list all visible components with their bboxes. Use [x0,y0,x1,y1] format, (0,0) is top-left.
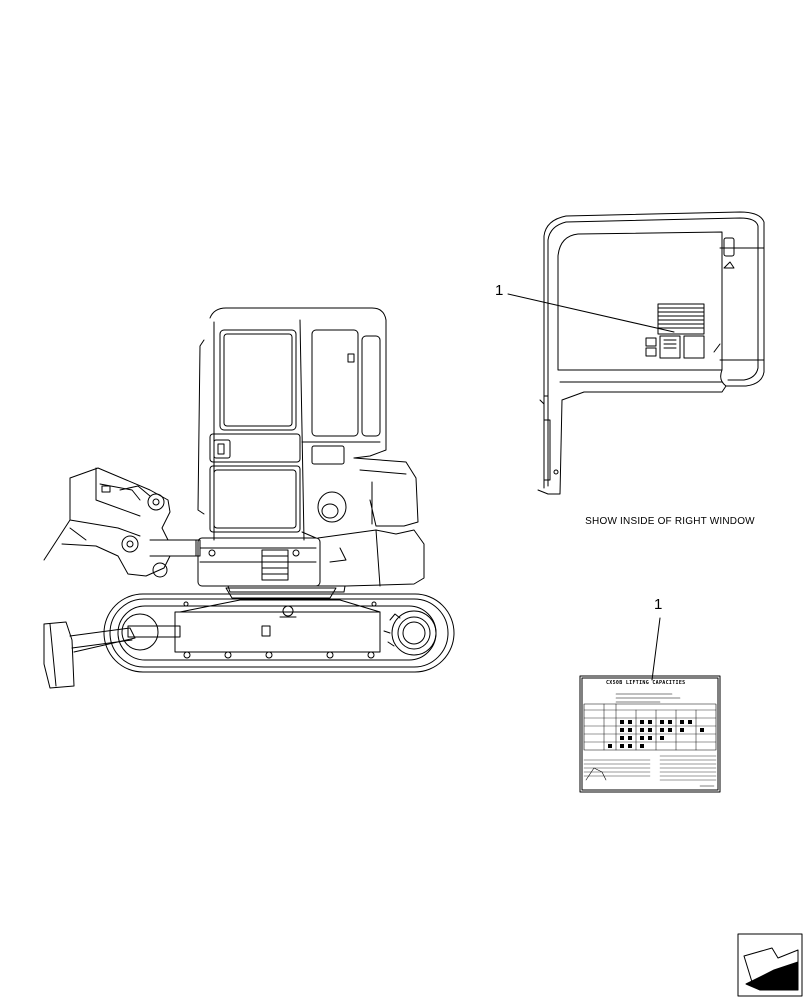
cab-window-illustration [507,211,765,495]
dozer-blade [43,621,136,689]
excavator-illustration [43,307,455,689]
cab [197,307,387,541]
callout-number: 1 [495,282,504,299]
decal-table-cells [608,720,704,748]
navigation-arrow-icon[interactable] [737,933,803,997]
boom-arm [43,467,201,578]
track-assembly [103,587,455,673]
decal-title: CX50B LIFTING CAPACITIES [606,680,686,686]
callout-number: 1 [654,596,663,613]
upper-structure [197,457,425,593]
lifting-capacity-decal [579,617,721,793]
view-caption: SHOW INSIDE OF RIGHT WINDOW [585,516,755,527]
